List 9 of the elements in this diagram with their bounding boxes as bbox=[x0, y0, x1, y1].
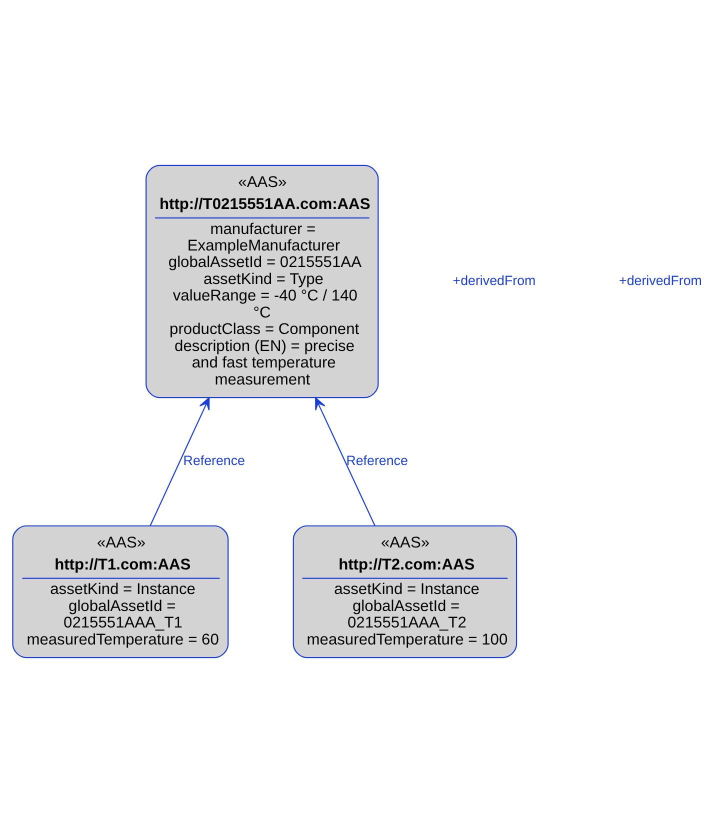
node-box: «AAS» http://T1.com:AAS assetKind = Instance globalAssetId = 0215551AAA_T1 measuredTemperature = 60 bbox=[12, 525, 229, 658]
edge-label: Reference bbox=[346, 453, 408, 468]
arrow bbox=[315, 397, 376, 526]
node-box: «AAS» http://T2.com:AAS assetKind = Instance globalAssetId = 0215551AAA_T2 measuredTemperature = 100 bbox=[292, 525, 518, 658]
label: +derivedFrom bbox=[452, 272, 536, 288]
edge-label: Reference bbox=[183, 453, 246, 468]
arrow bbox=[150, 397, 210, 526]
label: +derivedFrom bbox=[619, 272, 702, 288]
node-box: «AAS» http://T0215551AA.com:AAS manufacturer = ExampleManufacturer globalAssetId = 0215551AA assetKind = Type valueRange = -40 °C / 140 °C productClass = Component description (EN) = precise and fast temperature measurement bbox=[146, 164, 379, 398]
